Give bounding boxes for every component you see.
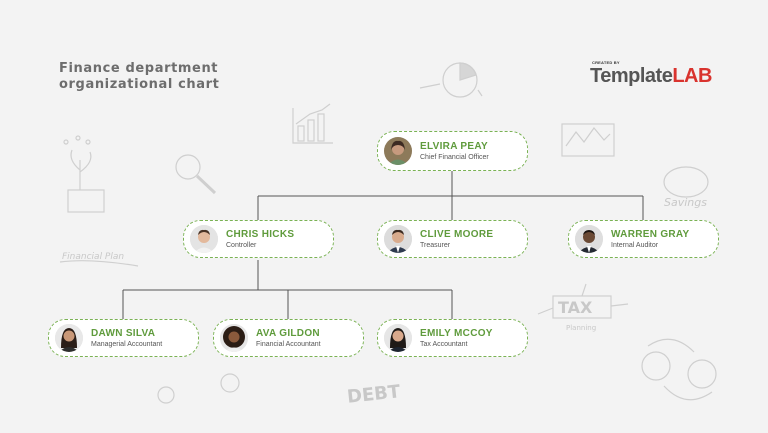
person-card-chris[interactable]: CHRIS HICKS Controller [183,220,334,258]
financial-plan-doodle-text: Financial Plan [62,252,125,262]
avatar-warren [575,225,603,253]
person-role: Chief Financial Officer [420,154,489,161]
avatar-dawn [55,324,83,352]
person-card-warren[interactable]: WARREN GRAY Internal Auditor [568,220,719,258]
person-name: WARREN GRAY [611,229,690,240]
savings-doodle-text: Savings [664,196,707,209]
person-role: Tax Accountant [420,341,468,348]
page-title-line-1: Finance department [59,61,219,76]
avatar-chris [190,225,218,253]
page-title: Finance department organizational chart [59,61,219,93]
person-name: CHRIS HICKS [226,229,295,240]
person-role: Internal Auditor [611,242,659,249]
person-card-dawn[interactable]: DAWN SILVA Managerial Accountant [48,319,199,357]
logo-wordmark-template: Template [590,65,673,87]
avatar-elvira [384,137,412,165]
logo-created-by: CREATED BY [592,60,620,65]
person-card-elvira[interactable]: ELVIRA PEAY Chief Financial Officer [377,131,528,171]
person-card-emily[interactable]: EMILY MCCOY Tax Accountant [377,319,528,357]
avatar-ava [220,324,248,352]
person-name: AVA GILDON [256,328,320,339]
person-name: EMILY MCCOY [420,328,493,339]
avatar-emily [384,324,412,352]
page-title-line-2: organizational chart [59,77,220,92]
person-name: ELVIRA PEAY [420,141,488,152]
planning-doodle-text: Planning [566,324,597,332]
person-card-ava[interactable]: AVA GILDON Financial Accountant [213,319,364,357]
logo-wordmark-lab: LAB [672,65,712,87]
person-name: DAWN SILVA [91,328,156,339]
person-card-clive[interactable]: CLIVE MOORE Treasurer [377,220,528,258]
person-role: Controller [226,242,257,249]
avatar-clive [384,225,412,253]
person-role: Financial Accountant [256,341,321,348]
logo-wordmark: TemplateLAB [590,65,712,88]
tax-doodle-text: TAX [558,298,593,317]
person-role: Managerial Accountant [91,341,163,348]
person-role: Treasurer [420,242,451,249]
templatelab-logo: CREATED BY TemplateLAB [590,60,712,90]
person-name: CLIVE MOORE [420,229,494,240]
